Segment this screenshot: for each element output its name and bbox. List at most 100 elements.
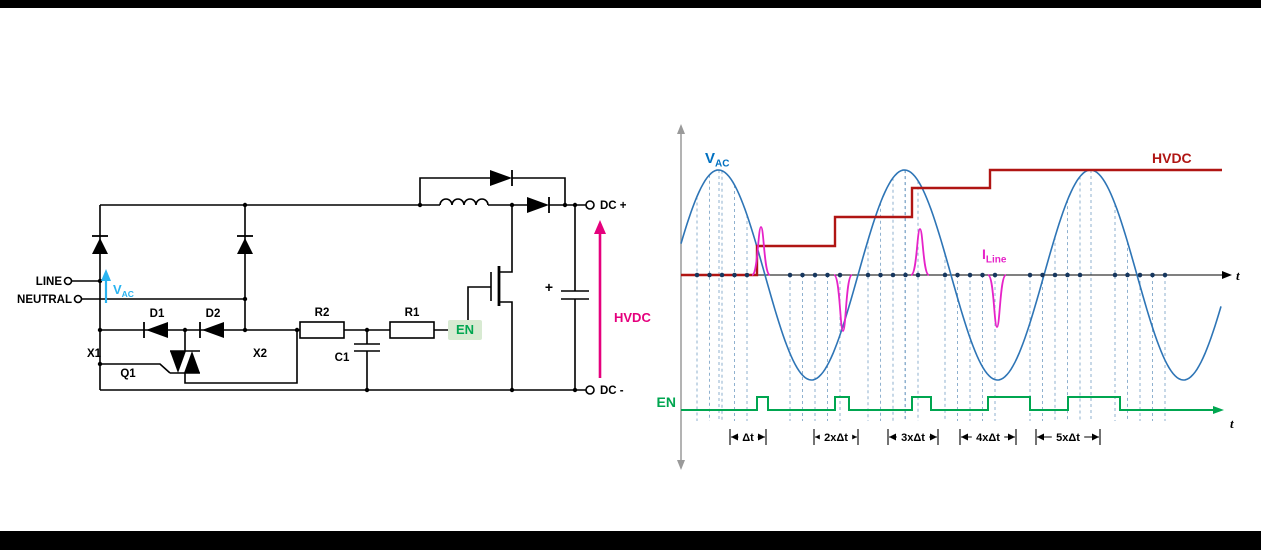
axis-dot: [1150, 272, 1155, 278]
dc-minus-label: DC -: [600, 385, 624, 397]
axis-dot: [915, 272, 921, 278]
vac-label-main: V: [113, 282, 122, 297]
delta-annotation: 3xΔt: [887, 429, 939, 445]
axis-dot: [890, 272, 896, 278]
resistor-r1-icon: [389, 321, 435, 339]
delta-t-annotations: Δt 2xΔt 3xΔt 4xΔt 5xΔt: [729, 429, 1101, 445]
delta-annotation: 5xΔt: [1035, 429, 1101, 445]
axis-dot: [1027, 272, 1033, 278]
neutral-terminal: [73, 294, 83, 304]
diode-d1-icon: [143, 322, 168, 338]
axis-arrow-up-icon: [677, 124, 685, 134]
svg-text:Δt: Δt: [742, 432, 754, 444]
c1-label: C1: [335, 352, 350, 364]
axis-dot: [1052, 272, 1058, 278]
circuit-diagram: EN LINE NEUTRAL VAC: [17, 170, 651, 397]
axis-dot: [967, 272, 973, 278]
output-diode-icon: [527, 197, 550, 213]
bottom-black-bar: [0, 531, 1261, 550]
resistor-r2-icon: [299, 321, 345, 339]
timing-plot: t t Δt 2xΔt 3xΔt 4xΔt 5xΔt VAC HVDC ILine EN: [657, 124, 1240, 470]
t-label-en: t: [1230, 416, 1234, 431]
axis-arrow-down-icon: [677, 460, 685, 470]
axis-dot: [955, 272, 960, 278]
axis-dot: [1065, 272, 1070, 278]
svg-text:2xΔt: 2xΔt: [824, 432, 848, 444]
hvdc-staircase-wave: [681, 168, 1222, 277]
d2-label: D2: [206, 308, 221, 320]
plot-iline-label-sub: Line: [986, 255, 1007, 266]
axis-dot: [744, 272, 750, 278]
bridge-diode-right-icon: [237, 235, 253, 254]
mosfet-q-switch: [490, 266, 501, 306]
x1-label: X1: [87, 348, 102, 360]
t-label-main: t: [1236, 268, 1240, 283]
neutral-label: NEUTRAL: [17, 294, 72, 306]
cap-plus-label: +: [545, 279, 553, 295]
delta-annotation: 4xΔt: [959, 429, 1017, 445]
svg-text:5xΔt: 5xΔt: [1056, 432, 1080, 444]
bridge-diode-left-icon: [92, 235, 108, 254]
axis-dot: [800, 272, 805, 278]
axis-dot: [825, 272, 830, 278]
boost-inductor: [439, 198, 489, 206]
delta-annotation: Δt: [729, 429, 767, 445]
axis-dot: [980, 272, 985, 278]
axis-dot: [787, 272, 793, 278]
plot-iline-label-main: I: [982, 246, 986, 262]
svg-text:4xΔt: 4xΔt: [976, 432, 1000, 444]
axis-dot: [865, 272, 871, 278]
en-waveform: t: [681, 396, 1234, 431]
q1-label: Q1: [120, 368, 136, 380]
plot-vac-label-sub: AC: [715, 159, 729, 170]
vac-arrow-icon: [101, 269, 111, 303]
axis-dot: [837, 272, 843, 278]
d1-label: D1: [150, 308, 165, 320]
time-axis-arrow-icon: [1222, 271, 1232, 279]
diode-d2-icon: [199, 322, 224, 338]
r2-label: R2: [315, 307, 330, 319]
plot-en-label: EN: [657, 394, 676, 410]
plot-hvdc-label: HVDC: [1152, 150, 1192, 166]
axis-dot: [1040, 272, 1045, 278]
axis-dot: [1125, 272, 1130, 278]
axis-dot: [812, 272, 818, 278]
dc-plus-terminal: [585, 200, 595, 210]
time-axis-main: t: [681, 268, 1240, 283]
bypass-diode-icon: [490, 170, 513, 186]
axis-dot: [942, 272, 948, 278]
vac-sine-wave: [680, 169, 1222, 381]
en-pulse-train: [681, 396, 1213, 411]
vertical-axis: [677, 124, 685, 470]
plot-vac-label: VAC: [705, 150, 729, 170]
en-axis-arrow-icon: [1213, 406, 1224, 414]
x2-label: X2: [253, 348, 267, 360]
circuit-wires: [72, 177, 589, 391]
axis-dot: [719, 272, 725, 278]
vac-label-sub: AC: [122, 289, 134, 299]
axis-dot: [1137, 272, 1143, 278]
axis-dot: [732, 272, 737, 278]
line-label: LINE: [36, 276, 63, 288]
r1-label: R1: [405, 307, 420, 319]
axis-dot: [694, 272, 700, 278]
iline-current-pulses: [751, 226, 1007, 332]
delta-annotation: 2xΔt: [813, 429, 859, 445]
en-badge: [448, 320, 482, 340]
axis-dot: [992, 272, 998, 278]
axis-sample-dots: [694, 272, 1168, 278]
en-badge-label: EN: [456, 322, 474, 337]
vac-label: VAC: [113, 282, 134, 299]
axis-dot: [878, 272, 883, 278]
triac-q1-icon: [170, 351, 200, 373]
plot-vac-label-main: V: [705, 150, 715, 167]
dc-minus-terminal: [585, 385, 595, 395]
axis-dot: [1162, 272, 1168, 278]
axis-dot: [707, 272, 712, 278]
plot-iline-label: ILine: [982, 246, 1007, 266]
dc-plus-label: DC +: [600, 200, 627, 212]
axis-dot: [1077, 272, 1083, 278]
svg-text:3xΔt: 3xΔt: [901, 432, 925, 444]
